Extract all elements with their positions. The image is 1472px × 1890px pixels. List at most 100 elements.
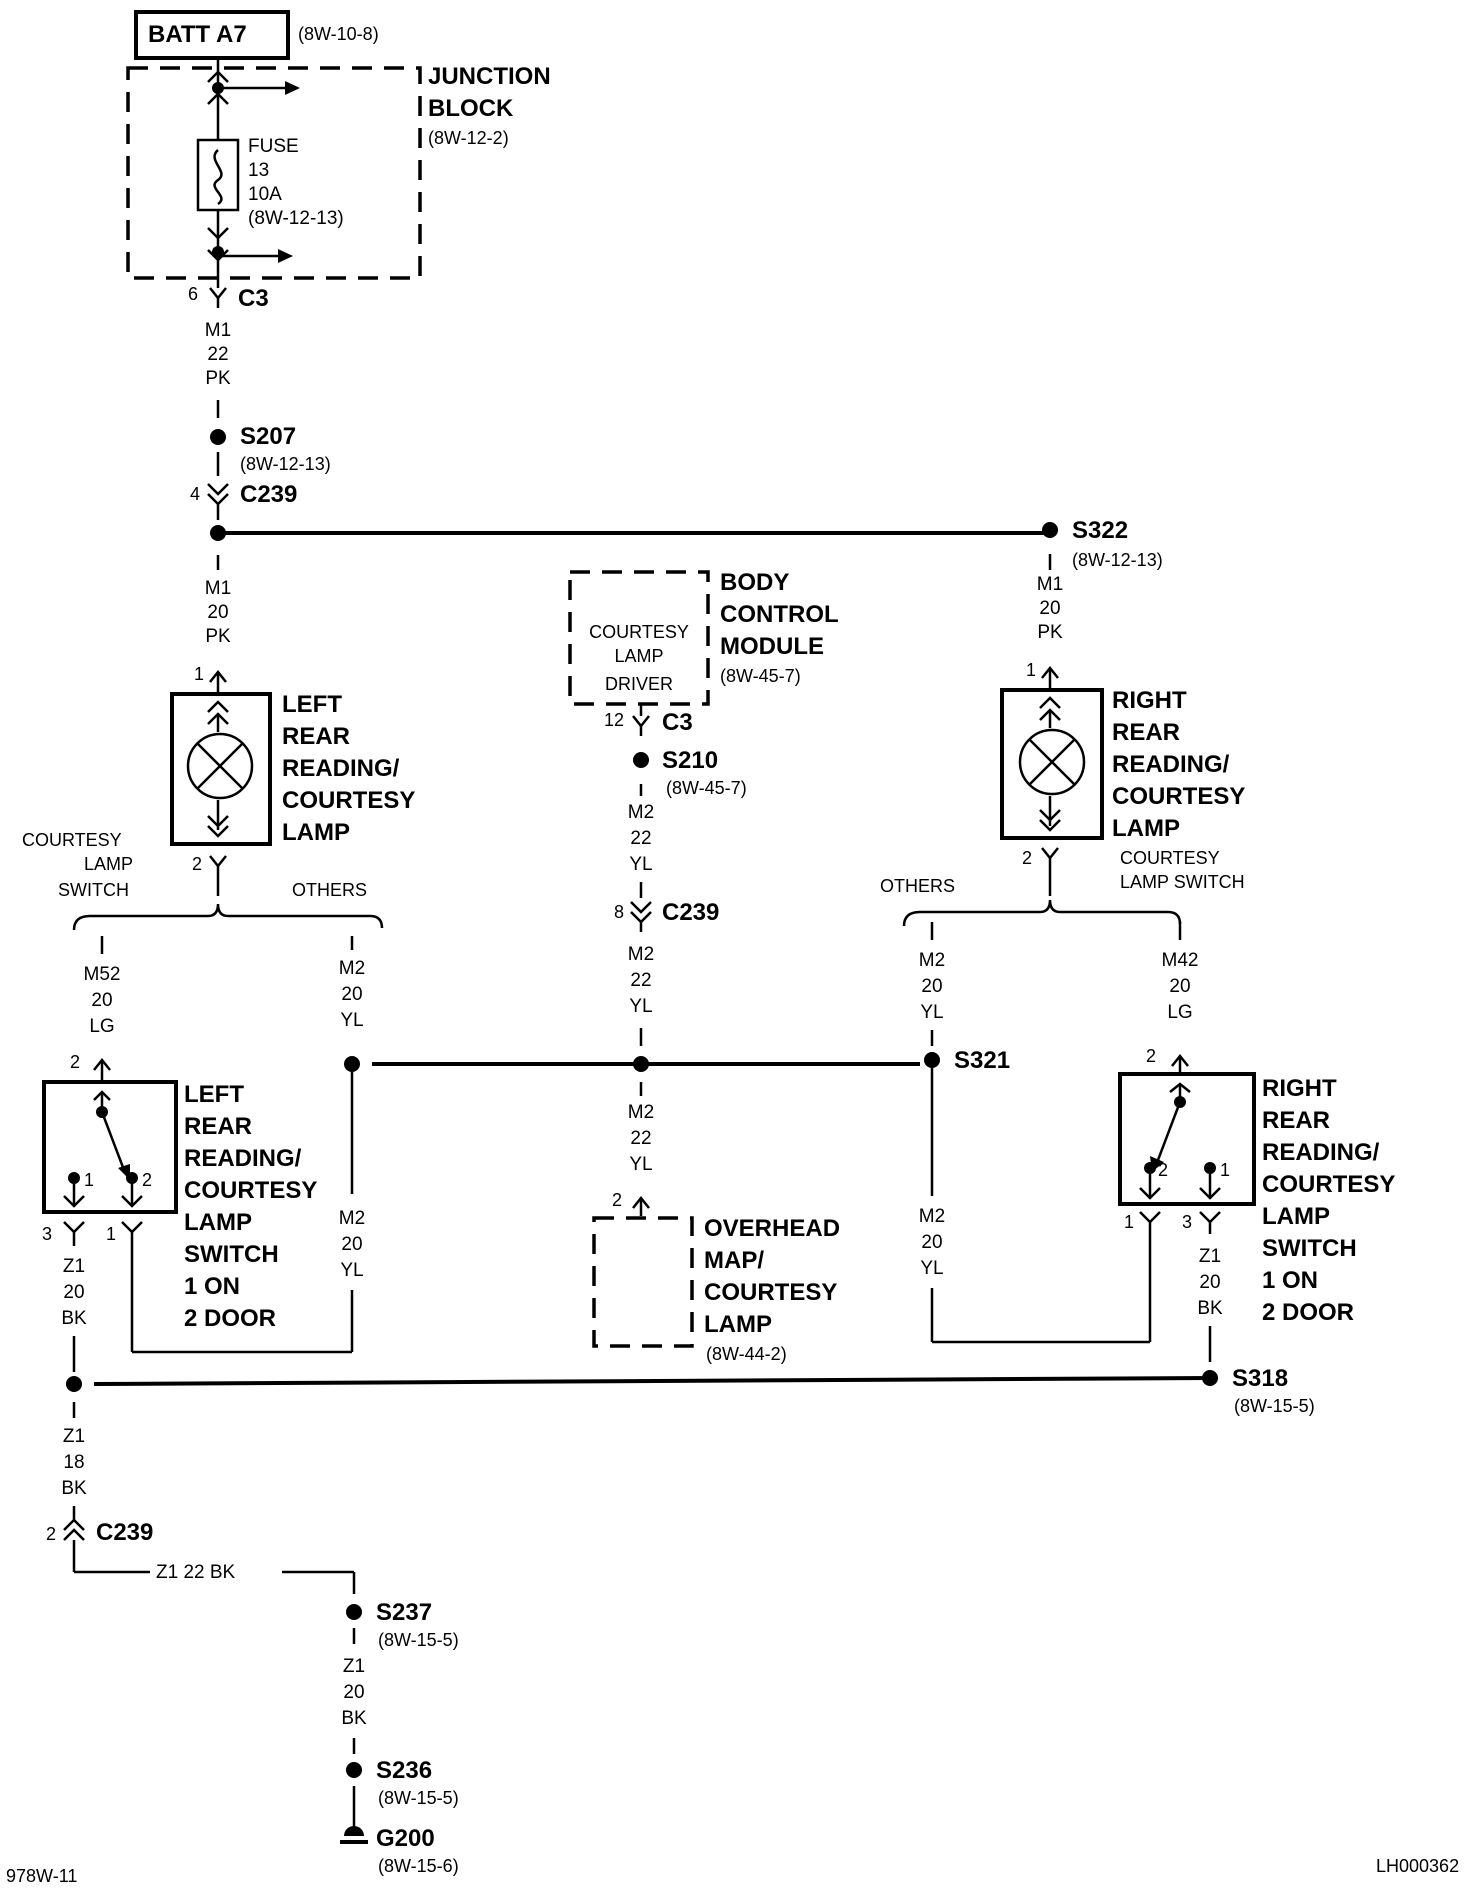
fuse-ref: (8W-12-13) bbox=[248, 208, 344, 229]
splice-s237: S237 (8W-15-5) bbox=[346, 1599, 459, 1650]
left-rear-reading-courtesy-lamp-switch: 2 1 2 3 1 LEFT REAR READING/ COURTESY LA… bbox=[42, 1052, 352, 1354]
left-switch-line-1: LEFT bbox=[184, 1081, 244, 1108]
bcm-inner-1: COURTESY bbox=[589, 622, 689, 642]
wire-label: Z1 bbox=[63, 1256, 85, 1277]
s237-name: S237 bbox=[376, 1599, 432, 1626]
right-lamp-pin-1: 1 bbox=[1026, 660, 1036, 680]
s237-ref: (8W-15-5) bbox=[378, 1630, 459, 1650]
connector-c239-bottom: 2 C239 bbox=[46, 1518, 153, 1572]
wire-label: 20 bbox=[341, 984, 362, 1005]
wire-label: 18 bbox=[63, 1452, 84, 1473]
wire-m2-22-yl-a: M2 22 YL bbox=[628, 802, 654, 898]
wire-label: Z1 bbox=[343, 1656, 365, 1677]
wire-label: BK bbox=[341, 1708, 367, 1729]
left-branch-courtesy-1: COURTESY bbox=[22, 830, 122, 850]
c3-top-name: C3 bbox=[238, 285, 269, 312]
wire-label: 20 bbox=[1039, 598, 1060, 619]
right-switch-line-1: RIGHT bbox=[1262, 1075, 1337, 1102]
overhead-line-4: LAMP bbox=[704, 1311, 772, 1338]
right-switch-line-3: READING/ bbox=[1262, 1139, 1380, 1166]
bcm-title-3: MODULE bbox=[720, 633, 824, 660]
right-rear-reading-courtesy-lamp: 1 RIGHT REAR READING/ COURTESY LAMP 2 bbox=[1000, 660, 1245, 896]
c239-top-pin: 4 bbox=[190, 484, 200, 504]
wire-z1-20-bk-bottom: Z1 20 BK bbox=[341, 1656, 367, 1754]
wire-label: BK bbox=[1197, 1298, 1223, 1319]
left-switch-line-4: COURTESY bbox=[184, 1177, 317, 1204]
connector-c239-mid: 8 C239 bbox=[614, 899, 719, 932]
wire-m2-20-yl-left-upper: M2 20 YL bbox=[339, 936, 365, 1031]
wire-label: 20 bbox=[207, 602, 228, 623]
c239-mid-pin: 8 bbox=[614, 902, 624, 922]
wire-label: 22 bbox=[630, 970, 651, 991]
wire-label: YL bbox=[629, 854, 652, 875]
connector-c3-top: 6 C3 bbox=[188, 284, 269, 312]
right-switch-line-8: 2 DOOR bbox=[1262, 1299, 1354, 1326]
wire-m1-20-pk-right: M1 20 PK bbox=[1037, 574, 1063, 643]
wire-label: YL bbox=[920, 1258, 943, 1279]
ground-icon bbox=[344, 1826, 364, 1836]
left-switch-line-6: SWITCH bbox=[184, 1241, 279, 1268]
right-switch-pin-3: 3 bbox=[1182, 1212, 1192, 1232]
wire-label: 20 bbox=[921, 1232, 942, 1253]
g200-ref: (8W-15-6) bbox=[378, 1856, 459, 1876]
wire-label: 20 bbox=[63, 1282, 84, 1303]
splice-s207: S207 (8W-12-13) bbox=[210, 423, 331, 476]
wire-label: LG bbox=[1167, 1002, 1192, 1023]
c239-bottom-pin: 2 bbox=[46, 1524, 56, 1544]
batt-label: BATT A7 bbox=[148, 21, 247, 48]
wire-m2-22-yl-c: M2 22 YL bbox=[628, 1082, 654, 1175]
right-branch-courtesy-1: COURTESY bbox=[1120, 848, 1220, 868]
wire-m42-20-lg: M42 20 LG bbox=[1162, 922, 1199, 1023]
left-switch-contact-1: 1 bbox=[84, 1170, 94, 1190]
overhead-pin-2: 2 bbox=[612, 1190, 622, 1210]
wire-label: M52 bbox=[84, 964, 121, 985]
wire-m2-20-yl-right-lower: M2 20 YL bbox=[919, 1206, 1150, 1344]
wire-label: M2 bbox=[339, 958, 365, 979]
right-switch-contact-2: 2 bbox=[1158, 1160, 1168, 1180]
bcm-title-2: CONTROL bbox=[720, 601, 839, 628]
right-switch-line-2: REAR bbox=[1262, 1107, 1330, 1134]
left-branch-others: OTHERS bbox=[292, 880, 367, 900]
right-lamp-line-4: COURTESY bbox=[1112, 783, 1245, 810]
s236-name: S236 bbox=[376, 1757, 432, 1784]
wire-label: YL bbox=[629, 1154, 652, 1175]
wire-z1-20-bk-left: Z1 20 BK bbox=[61, 1256, 87, 1372]
lamp-bulb-icon bbox=[1018, 728, 1086, 796]
s210-ref: (8W-45-7) bbox=[666, 778, 747, 798]
fuse-amps: 10A bbox=[248, 184, 282, 205]
s318-ref: (8W-15-5) bbox=[1234, 1396, 1315, 1416]
bcm-c3-pin: 12 bbox=[604, 710, 624, 730]
wire-label: M42 bbox=[1162, 950, 1199, 971]
wire-label: 22 bbox=[207, 344, 228, 365]
wire-m1-20-pk-left: M1 20 PK bbox=[205, 555, 231, 647]
wire-label: 20 bbox=[1169, 976, 1190, 997]
wire-m2-20-yl-left-lower: M2 20 YL bbox=[339, 1208, 365, 1352]
left-branch-courtesy-3: SWITCH bbox=[58, 880, 129, 900]
batt-ref: (8W-10-8) bbox=[298, 24, 379, 44]
wire-label: YL bbox=[920, 1002, 943, 1023]
bcm-inner-2: LAMP bbox=[614, 646, 663, 666]
right-lamp-line-1: RIGHT bbox=[1112, 687, 1187, 714]
wire-label: YL bbox=[340, 1010, 363, 1031]
s318-name: S318 bbox=[1232, 1365, 1288, 1392]
wire-label: 22 bbox=[630, 1128, 651, 1149]
wire-label: M2 bbox=[339, 1208, 365, 1229]
fuse-number: 13 bbox=[248, 160, 269, 181]
lamp-bulb-icon bbox=[186, 732, 254, 800]
connector-c239-top: 4 C239 bbox=[190, 481, 297, 520]
right-switch-pin-2: 2 bbox=[1146, 1046, 1156, 1066]
left-switch-line-2: REAR bbox=[184, 1113, 252, 1140]
s236-ref: (8W-15-5) bbox=[378, 1788, 459, 1808]
wire-label: Z1 bbox=[63, 1426, 85, 1447]
left-switch-line-3: READING/ bbox=[184, 1145, 302, 1172]
footer-left-id: 978W-11 bbox=[6, 1866, 77, 1886]
wire-label: 20 bbox=[343, 1682, 364, 1703]
right-branch-courtesy-2: LAMP SWITCH bbox=[1120, 872, 1245, 892]
s207-ref: (8W-12-13) bbox=[240, 454, 331, 474]
body-control-module: COURTESY LAMP DRIVER BODY CONTROL MODULE… bbox=[568, 569, 839, 706]
right-switch-contact-1: 1 bbox=[1220, 1160, 1230, 1180]
wire-label: M2 bbox=[628, 944, 654, 965]
ground-g200: G200 (8W-15-6) bbox=[340, 1825, 459, 1876]
footer-right-id: LH000362 bbox=[1376, 1856, 1459, 1876]
